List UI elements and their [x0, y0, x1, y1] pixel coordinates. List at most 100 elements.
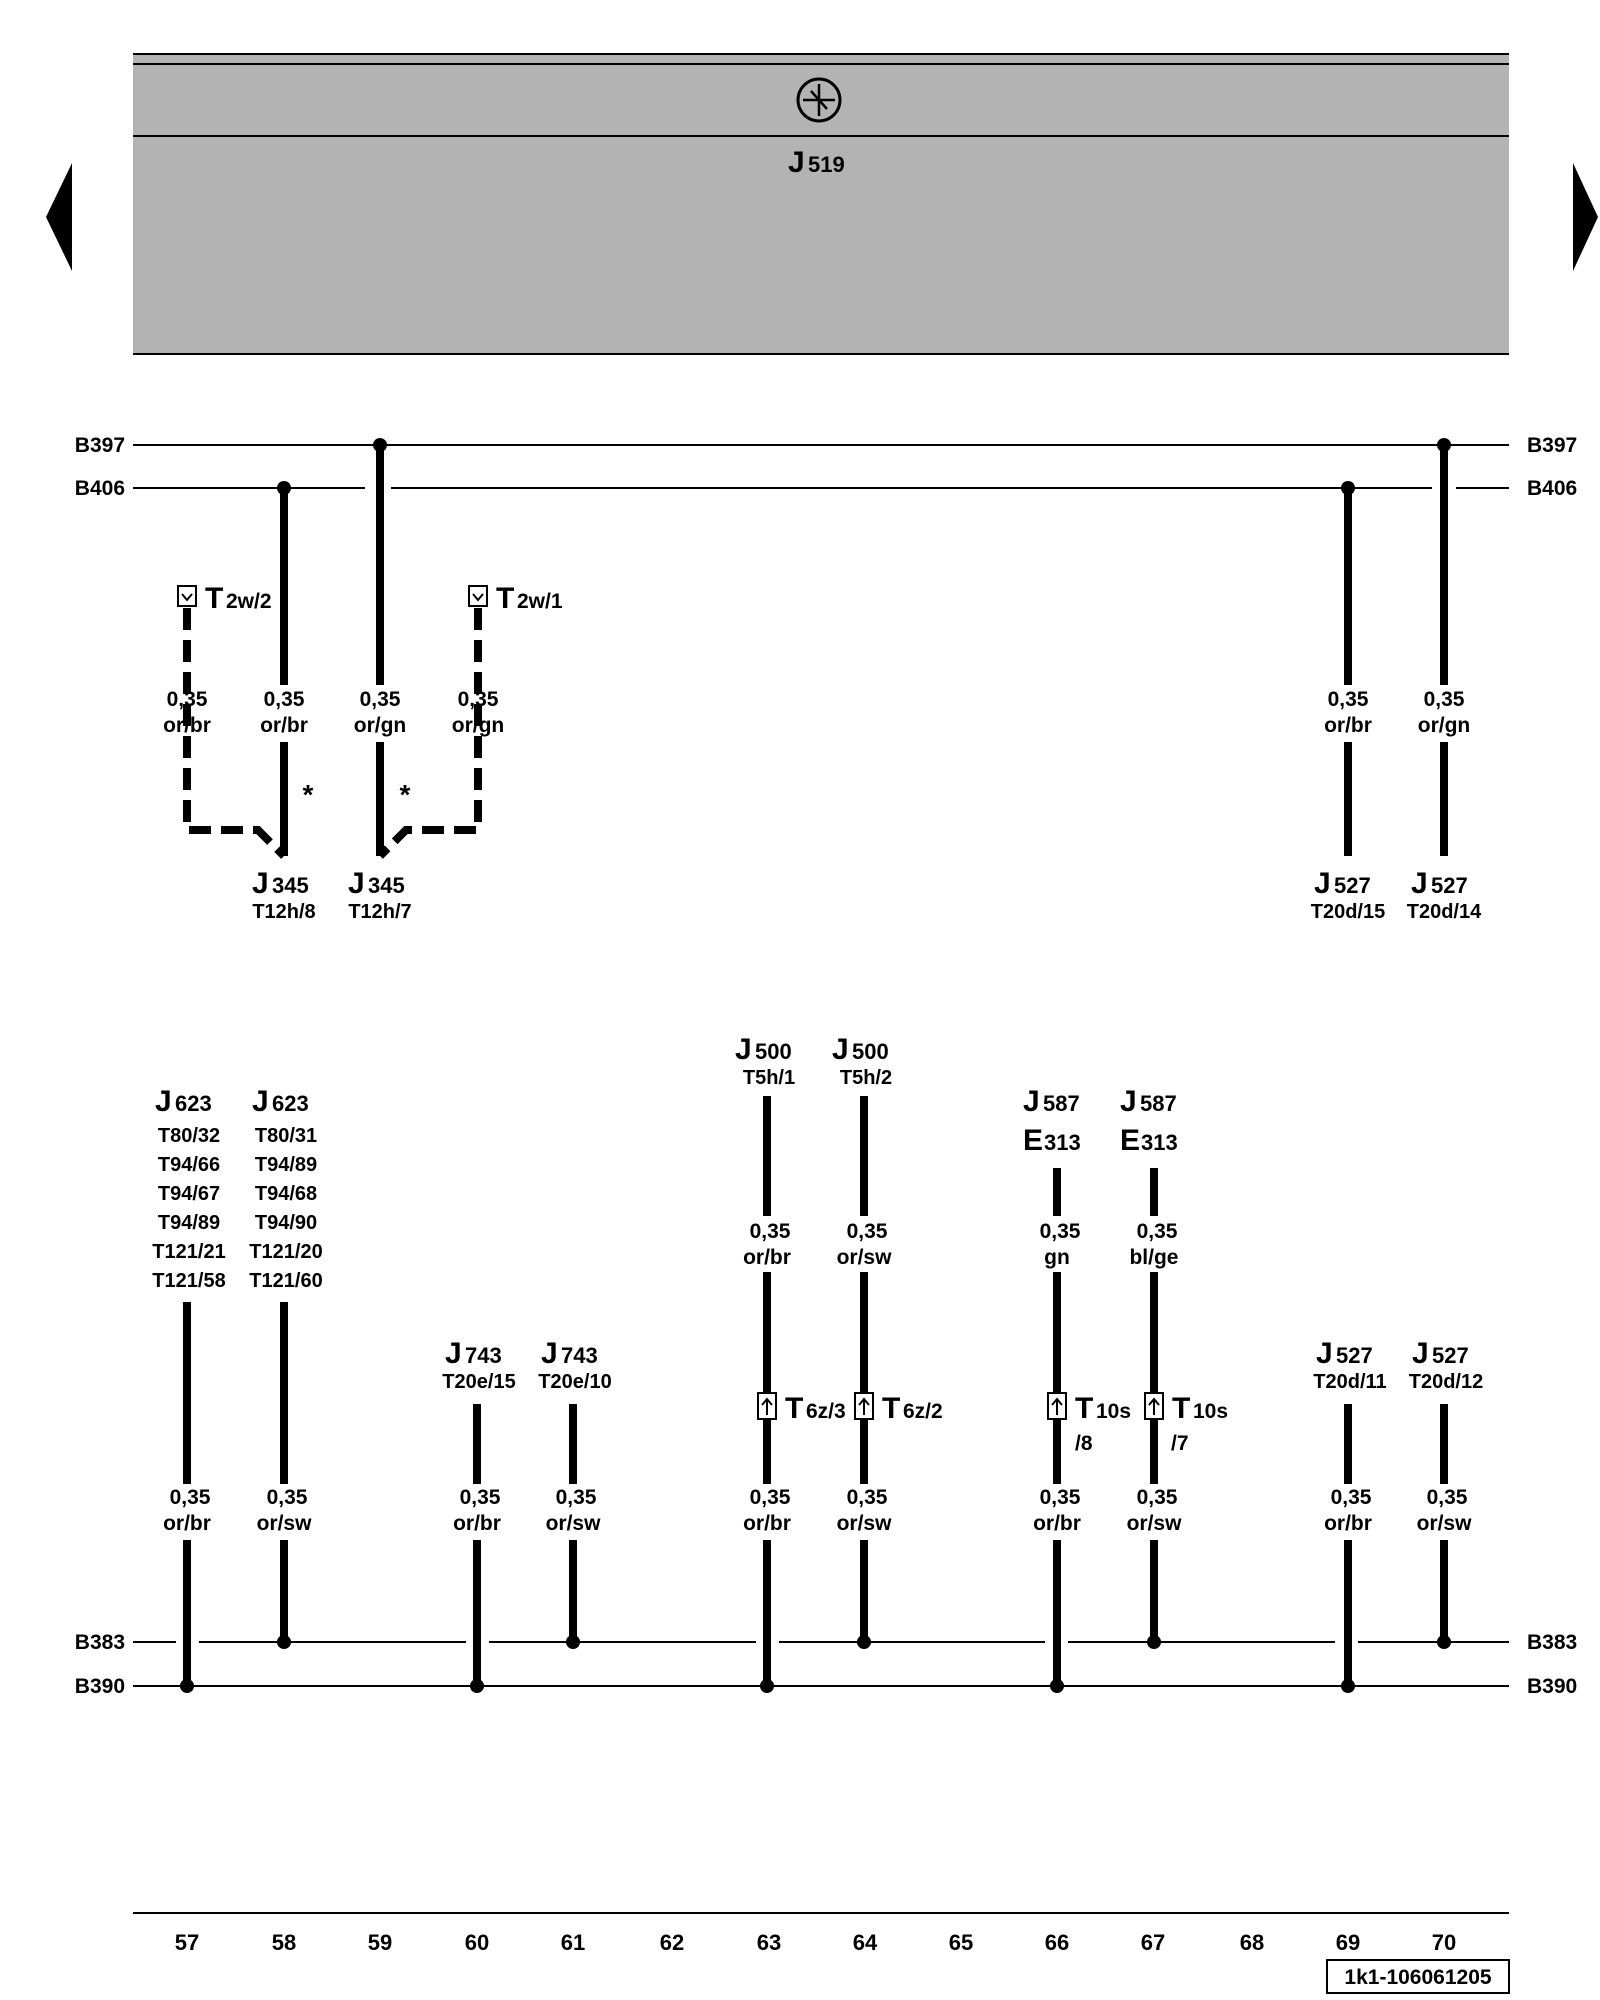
- busbar-label-b406-right: B406: [1527, 477, 1577, 500]
- connector-t2w1-sub: 2w/1: [517, 590, 563, 613]
- component-pin: T121/20: [249, 1241, 322, 1263]
- wire-color: gn: [1044, 1246, 1070, 1269]
- column-number: 60: [465, 1930, 489, 1955]
- wire-color: or/gn: [1418, 714, 1471, 737]
- component-pin: T20d/12: [1409, 1371, 1483, 1393]
- junction-dot: [1147, 1635, 1161, 1649]
- component-sub: 313: [1044, 1130, 1081, 1155]
- busbar-label-b390-right: B390: [1527, 1675, 1577, 1698]
- component-j519-letter: J: [788, 146, 805, 179]
- wire-size: 0,35: [460, 1486, 501, 1509]
- component-j519-sub: 519: [808, 152, 845, 177]
- wire-color: or/br: [1324, 1512, 1372, 1535]
- wire-color: or/br: [163, 714, 211, 737]
- wire-size: 0,35: [167, 688, 208, 711]
- component-pin: T5h/1: [743, 1067, 795, 1089]
- connector-pin: /7: [1171, 1432, 1189, 1455]
- component-pin: T20d/15: [1311, 901, 1385, 923]
- junction-dot: [277, 481, 291, 495]
- component-pin: T94/89: [158, 1212, 220, 1234]
- wire-color: or/sw: [837, 1512, 893, 1535]
- component-pin: T5h/2: [840, 1067, 892, 1089]
- junction-dot: [760, 1679, 774, 1693]
- column-numbers: 57 58 59 60 61 62 63 64 65 66 67 68 69 7…: [175, 1930, 1456, 1955]
- wire-size: 0,35: [847, 1220, 888, 1243]
- wire-color: or/sw: [1417, 1512, 1473, 1535]
- component-sub: 623: [175, 1091, 212, 1116]
- top-wire-labels: 0,35 or/br 0,35 or/br 0,35 or/gn 0,35 or…: [163, 688, 1470, 737]
- component-letter: J: [155, 1085, 172, 1118]
- wire-size: 0,35: [267, 1486, 308, 1509]
- connector-t2w2-icon: [177, 585, 197, 607]
- wire-size: 0,35: [360, 688, 401, 711]
- component-pin: T12h/7: [348, 901, 411, 923]
- component-sub: 500: [852, 1039, 889, 1064]
- connector-sub: 6z/2: [903, 1400, 943, 1423]
- component-letter: J: [445, 1337, 462, 1370]
- component-sub: 527: [1334, 873, 1371, 898]
- triangle-left-icon[interactable]: [46, 163, 72, 271]
- component-pin: T121/58: [152, 1270, 225, 1292]
- connector-pin: /8: [1075, 1432, 1093, 1455]
- connector-t2w1-main: T: [496, 582, 514, 615]
- wire-color: or/gn: [354, 714, 407, 737]
- bottom-component-labels: J 623 T80/32 T94/66 T94/67 T94/89 T121/2…: [152, 1033, 1483, 1393]
- component-letter: E: [1120, 1124, 1140, 1157]
- wire-size: 0,35: [1137, 1486, 1178, 1509]
- asterisk-note: *: [303, 779, 314, 810]
- component-sub: 743: [561, 1343, 598, 1368]
- component-pin: T121/60: [249, 1270, 322, 1292]
- component-letter: E: [1023, 1124, 1043, 1157]
- component-letter: J: [1412, 1337, 1429, 1370]
- junction-dot: [373, 438, 387, 452]
- connector-main: T: [882, 1392, 900, 1425]
- component-pin: T20e/15: [442, 1371, 515, 1393]
- wire-color: or/sw: [546, 1512, 602, 1535]
- wire-size: 0,35: [1328, 688, 1369, 711]
- component-sub: 587: [1140, 1091, 1177, 1116]
- connector-sub: 6z/3: [806, 1400, 846, 1423]
- column-number: 64: [853, 1930, 878, 1955]
- bottom-junctions: [180, 1635, 1451, 1693]
- connector-t10s8-icon: [1047, 1392, 1067, 1420]
- junction-dot: [470, 1679, 484, 1693]
- junction-dot: [1341, 481, 1355, 495]
- connector-t10s7-icon: [1144, 1392, 1164, 1420]
- wire-color: or/br: [453, 1512, 501, 1535]
- component-letter: J: [1023, 1085, 1040, 1118]
- busbar-label-b390-left: B390: [75, 1675, 125, 1698]
- component-letter: J: [1316, 1337, 1333, 1370]
- connector-main: T: [785, 1392, 803, 1425]
- column-number: 66: [1045, 1930, 1069, 1955]
- wire-size: 0,35: [750, 1220, 791, 1243]
- component-sub: 500: [755, 1039, 792, 1064]
- asterisk-note: *: [400, 779, 411, 810]
- triangle-right-icon[interactable]: [1573, 163, 1598, 271]
- junction-dot: [857, 1635, 871, 1649]
- wire-size: 0,35: [264, 688, 305, 711]
- junction-dot: [180, 1679, 194, 1693]
- upper-wire-labels: 0,35 or/br 0,35 or/sw 0,35 gn 0,35 bl/ge: [743, 1220, 1178, 1269]
- wire-color: or/sw: [1127, 1512, 1183, 1535]
- column-number: 69: [1336, 1930, 1360, 1955]
- lower-wire-labels: 0,35 or/br 0,35 or/sw 0,35 or/br 0,35 or…: [163, 1486, 1472, 1535]
- junction-dot: [1437, 1635, 1451, 1649]
- junction-dot: [1341, 1679, 1355, 1693]
- component-sub: 313: [1141, 1130, 1178, 1155]
- component-letter: J: [832, 1033, 849, 1066]
- component-sub: 527: [1431, 873, 1468, 898]
- junction-dot: [277, 1635, 291, 1649]
- wire-size: 0,35: [1424, 688, 1465, 711]
- column-number: 58: [272, 1930, 296, 1955]
- connector-t2w2-main: T: [205, 582, 223, 615]
- wire-t2w2-dashed: [183, 608, 287, 859]
- busbar-label-b397-left: B397: [75, 434, 125, 457]
- component-letter: J: [348, 867, 365, 900]
- component-pin: T121/21: [152, 1241, 225, 1263]
- component-pin: T80/31: [255, 1125, 317, 1147]
- component-pin: T20d/14: [1407, 901, 1482, 923]
- component-letter: J: [252, 867, 269, 900]
- relay-control-unit-icon: [796, 77, 842, 123]
- wire-size: 0,35: [1040, 1220, 1081, 1243]
- column-number: 67: [1141, 1930, 1165, 1955]
